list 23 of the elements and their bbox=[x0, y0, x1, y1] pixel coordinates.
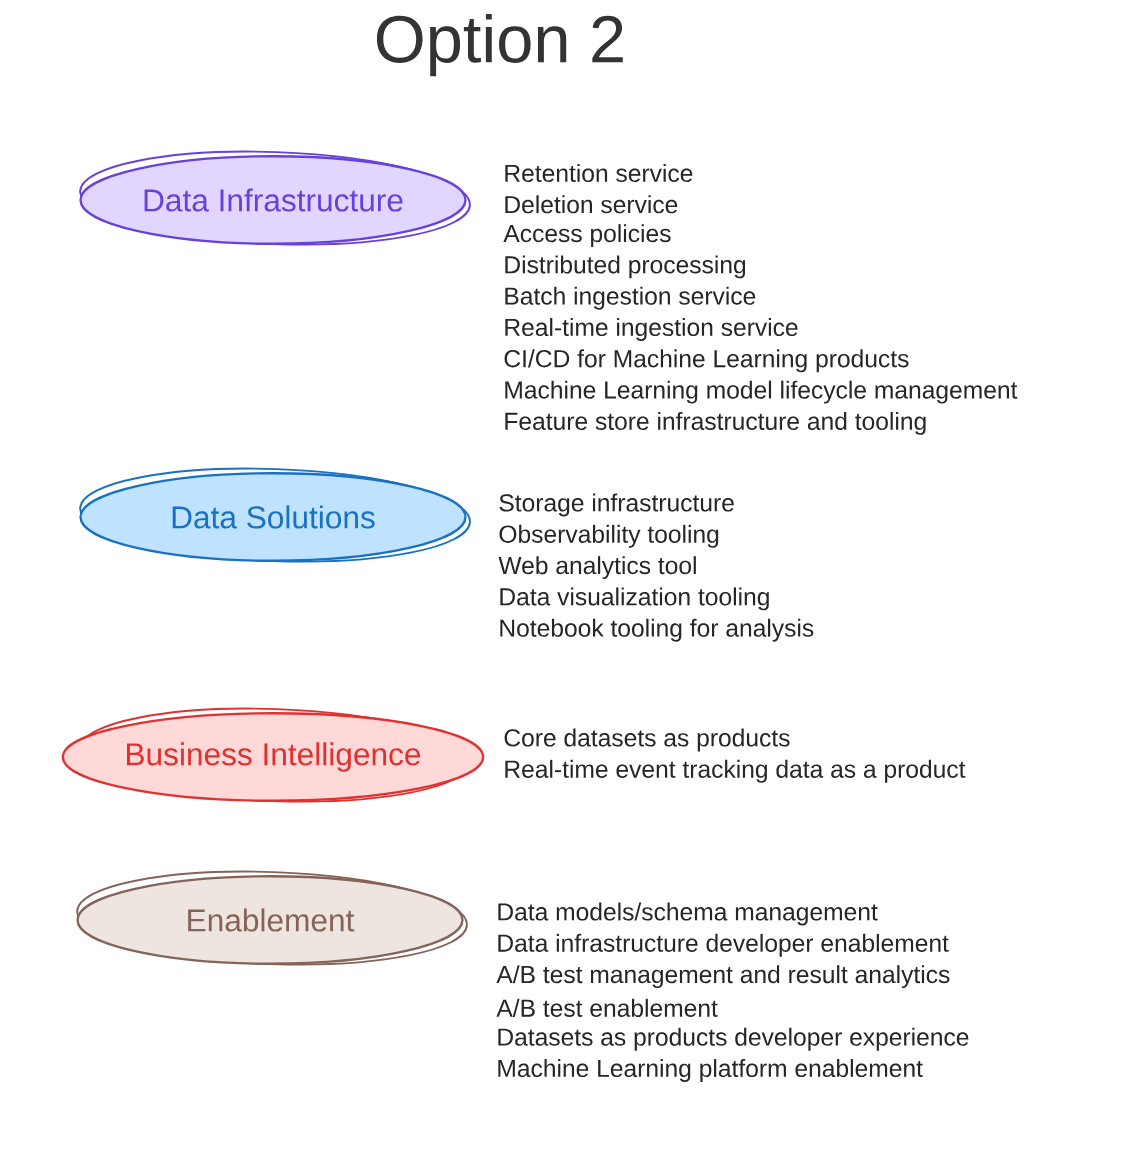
list-item: Deletion service bbox=[505, 195, 678, 214]
list-item: Observability tooling bbox=[499, 524, 719, 548]
list-item: Feature store infrastructure and tooling bbox=[505, 411, 926, 435]
list-item: Datasets as products developer experience bbox=[498, 1027, 969, 1051]
list-item: Real-time ingestion service bbox=[505, 318, 798, 341]
list-item: Web analytics tool bbox=[498, 556, 696, 580]
list-item: A/B test management and result analytics bbox=[496, 965, 950, 989]
list-item: Real-time event tracking data as a product bbox=[505, 759, 966, 783]
list-item: Notebook tooling for analysis bbox=[500, 618, 814, 642]
title: Option 2 bbox=[376, 13, 623, 77]
list-item: CI/CD for Machine Learning products bbox=[504, 349, 909, 373]
list-item: Data visualization tooling bbox=[500, 587, 769, 611]
list-item: Distributed processing bbox=[505, 255, 746, 279]
list-item: Batch ingestion service bbox=[505, 286, 756, 310]
list-item: Data models/schema management bbox=[498, 902, 878, 926]
list-item: Access policies bbox=[503, 224, 671, 248]
list-item: Data infrastructure developer enablement bbox=[498, 933, 949, 957]
list-item: Machine Learning platform enablement bbox=[498, 1059, 923, 1082]
list-item: Retention service bbox=[505, 163, 693, 183]
list-item: Machine Learning model lifecycle management bbox=[505, 380, 1018, 404]
list-item: Storage infrastructure bbox=[499, 493, 734, 517]
list-item: A/B test enablement bbox=[496, 998, 718, 1017]
list-item: Core datasets as products bbox=[504, 728, 790, 752]
